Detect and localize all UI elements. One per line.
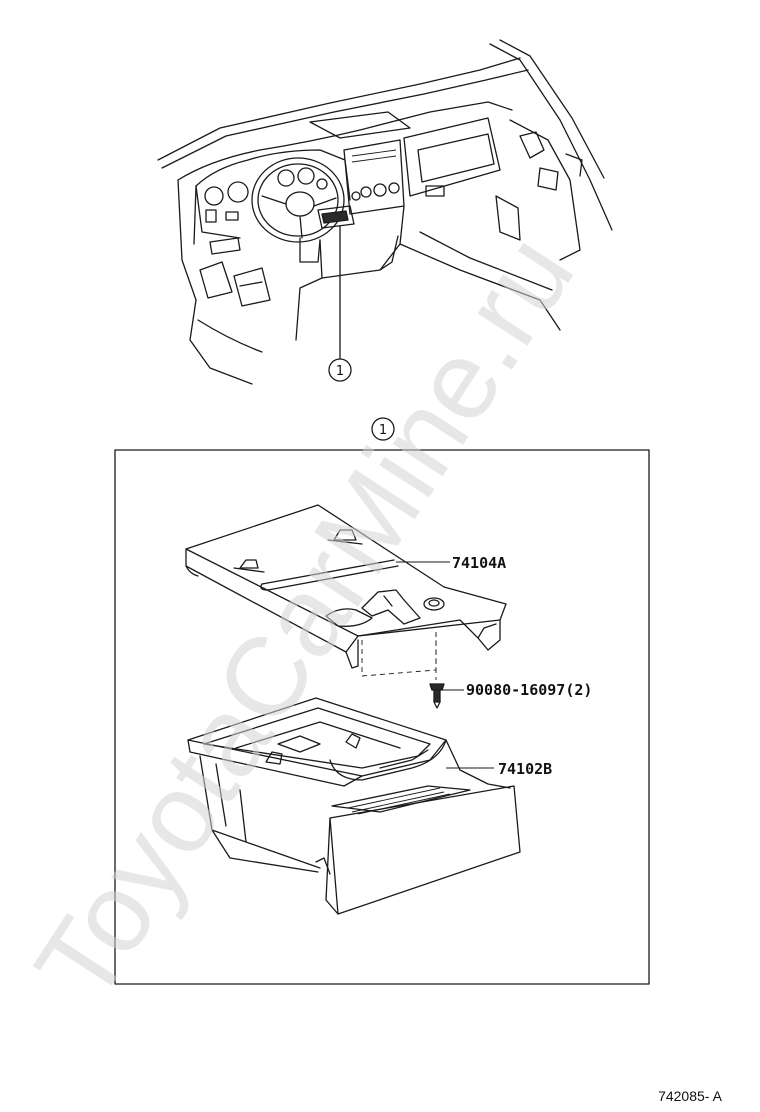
detail-callout-number: 1 [379,423,387,438]
dashboard-callout: 1 [328,358,352,382]
watermark-text: ToyotaCarMine.ru [11,214,597,1023]
part-74104a-illustration [185,504,507,680]
dashboard-callout-number: 1 [336,364,344,379]
part-label-74104a: 74104A [452,554,506,572]
part-label-74102b: 74102B [498,760,552,778]
dashboard-illustration [157,39,613,385]
detail-frame [114,449,650,985]
figure-reference: 742085- A [658,1088,722,1104]
part-screw-illustration [429,683,464,709]
detail-callout: 1 [371,417,395,441]
part-label-screw: 90080-16097(2) [466,681,592,699]
part-74102b-illustration [187,697,521,915]
